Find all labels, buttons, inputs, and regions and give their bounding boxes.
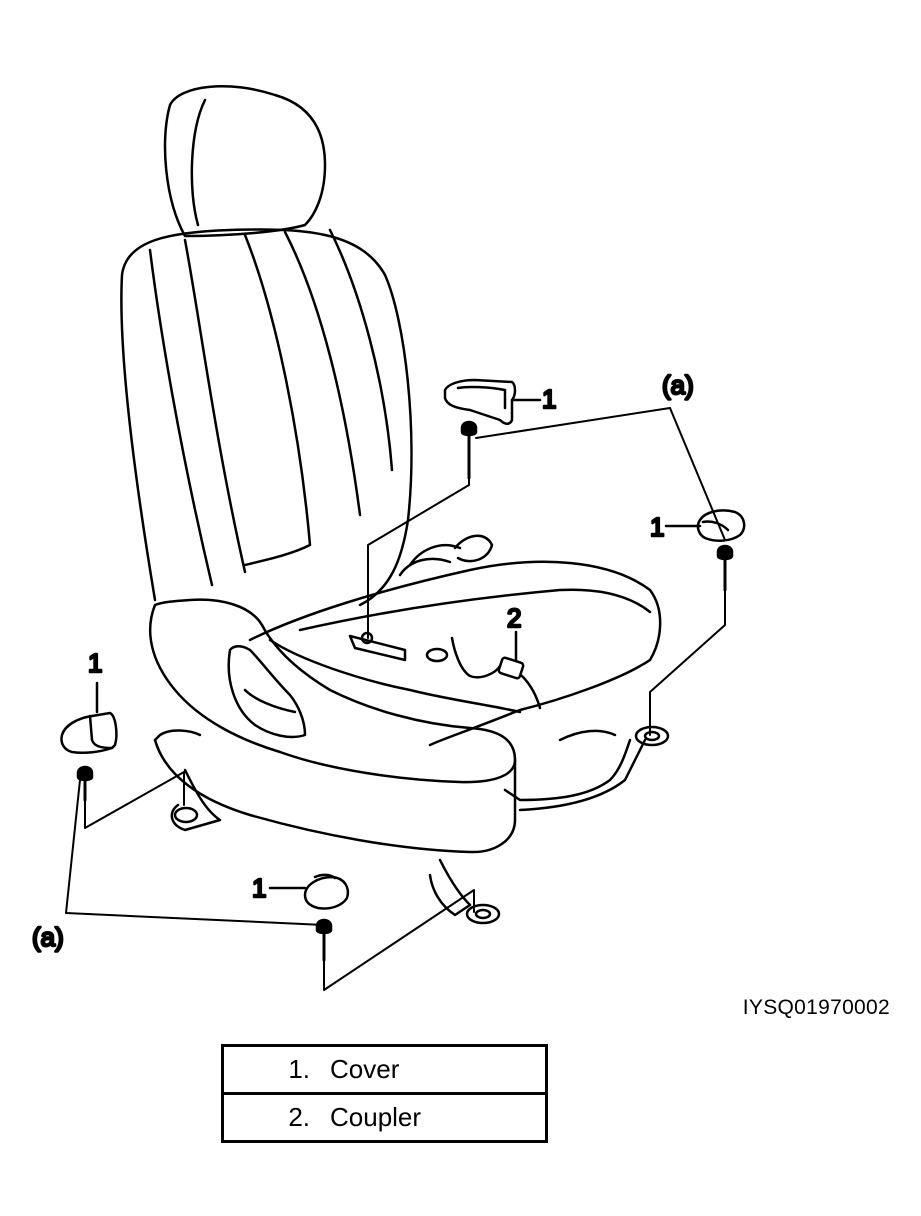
bolt-bottom [315,918,333,962]
seat-slide-bracket [348,631,407,662]
legend-label: Cover [330,1054,400,1084]
bolt-left [76,765,94,802]
legend-label: Coupler [330,1102,422,1132]
legend-table: 1. Cover 2. Coupler [221,1044,548,1143]
callout-bolt-group-left: (a) [32,922,64,952]
coupler [450,630,542,710]
seat-side-bolster [148,598,517,854]
callout-cover-left: 1 [88,648,102,678]
anchor-hole-rear-right [634,725,670,747]
legend-number: 1. [288,1054,310,1084]
headrest [163,85,327,238]
anchor-hole-inner [425,647,449,663]
callout-bolt-group-right: (a) [662,370,694,400]
cover-left [60,681,118,755]
legend-row-coupler: 2. Coupler [224,1092,545,1140]
callout-cover-top: 1 [542,384,556,414]
reference-code: IYSQ01970002 [742,996,890,1019]
callout-cover-bottom: 1 [252,873,266,903]
anchor-hole-front-right [465,903,501,925]
seat-cushion [248,534,662,747]
seat-rails [170,729,647,917]
legend-row-cover: 1. Cover [224,1047,545,1092]
cover-bottom [268,873,349,910]
seat-back [120,228,413,607]
bolt-top [460,420,478,480]
anchor-hole-rear-left [173,806,199,824]
cover-right [664,509,746,542]
legend-number: 2. [288,1102,310,1132]
bolt-right [716,544,734,592]
bolt-leader-lines [65,407,726,991]
callout-cover-right: 1 [650,512,664,542]
cover-top [443,378,542,425]
callout-coupler: 2 [507,603,521,633]
